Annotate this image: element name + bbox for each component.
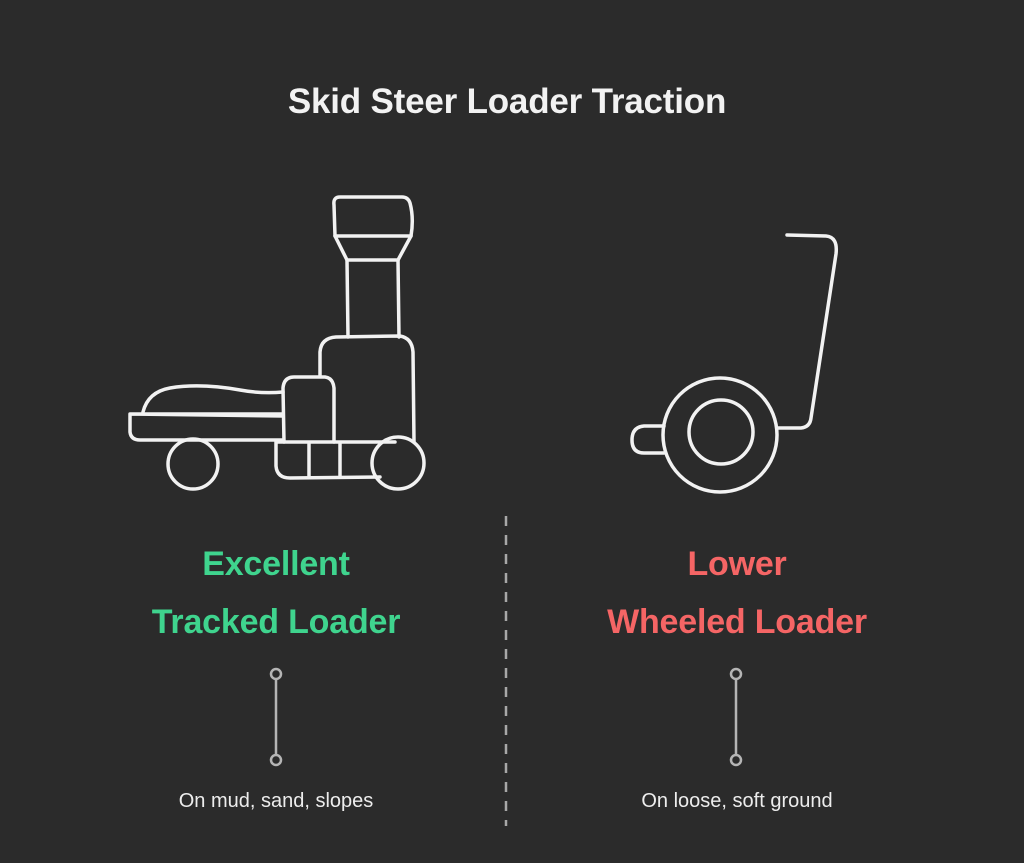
tracked-loader-condition: On mud, sand, slopes xyxy=(178,790,374,812)
tracked-loader-heading: Excellent Tracked Loader xyxy=(76,535,476,651)
wheeled-loader-condition: On loose, soft ground xyxy=(641,790,833,812)
tracked-loader-icon xyxy=(128,195,426,491)
wheeled-loader-rating: Lower xyxy=(687,545,787,583)
wheeled-loader-icon xyxy=(630,233,839,494)
wheeled-loader-heading: Lower Wheeled Loader xyxy=(537,535,937,651)
left-connector xyxy=(269,667,283,767)
page-title: Skid Steer Loader Traction xyxy=(287,82,727,121)
tracked-loader-name: Tracked Loader xyxy=(151,603,401,641)
tracked-loader-rating: Excellent xyxy=(202,545,350,583)
wheeled-loader-name: Wheeled Loader xyxy=(607,603,867,641)
right-connector xyxy=(729,667,743,767)
